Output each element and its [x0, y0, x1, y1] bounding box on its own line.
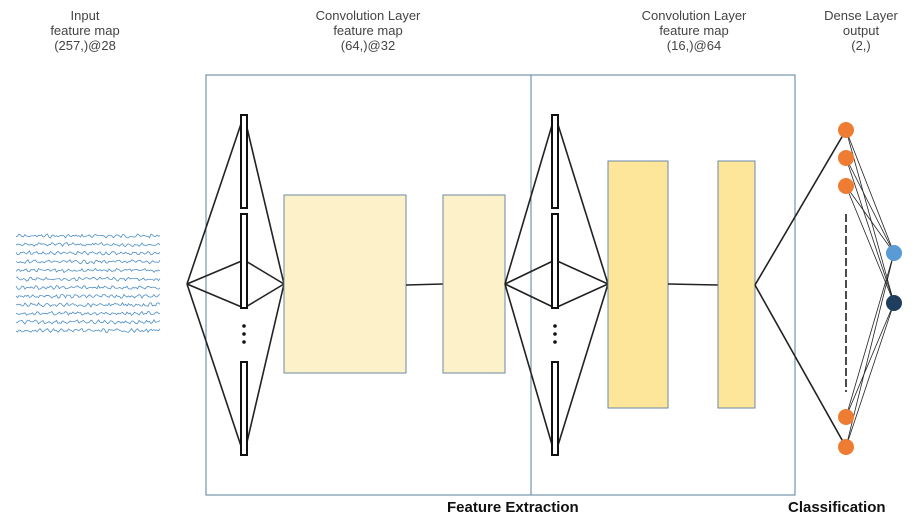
dense-neuron [838, 439, 854, 455]
dense-title: Dense Layer output (2,) [781, 8, 920, 53]
conv1-title-line3: (64,)@32 [340, 38, 396, 53]
kernel-connections-2 [504, 114, 609, 456]
dense-fan-out [754, 129, 847, 448]
input-title-line3: (257,)@28 [54, 38, 116, 53]
classification-label: Classification [788, 499, 886, 516]
conv2-title: Convolution Layer feature map (16,)@64 [614, 8, 774, 53]
ellipsis-dots-2 [553, 324, 557, 344]
signal-trace [15, 276, 161, 282]
kernel-bars-2 [551, 114, 559, 456]
dense-title-line2: output [842, 23, 880, 38]
conv1-title: Convolution Layer feature map (64,)@32 [288, 8, 448, 53]
kernel-bar [240, 361, 248, 456]
dense-neuron [838, 122, 854, 138]
dense-title-line1: Dense Layer [824, 8, 898, 23]
frame-conv-block-2 [530, 74, 796, 496]
kernel-bar [551, 361, 559, 456]
conv2-title-line3: (16,)@64 [666, 38, 722, 53]
conv1-link [405, 283, 444, 286]
signal-trace [15, 319, 161, 325]
kernel-bar [551, 213, 559, 309]
ellipsis-dots-1 [242, 324, 246, 344]
input-title-line1: Input [70, 8, 100, 23]
conv1-feature-map-small [442, 194, 506, 374]
conv1-title-line1: Convolution Layer [315, 8, 421, 23]
conv2-title-line2: feature map [659, 23, 729, 38]
input-title-line2: feature map [50, 23, 120, 38]
kernel-bars-1 [240, 114, 248, 456]
conv2-link [667, 283, 719, 286]
signal-trace [15, 233, 161, 239]
signal-trace [15, 327, 161, 334]
signal-trace [15, 241, 161, 247]
conv1-feature-map-large [283, 194, 407, 374]
input-signals [15, 233, 161, 334]
signal-trace [15, 301, 161, 308]
dense-neuron [838, 178, 854, 194]
signal-trace [15, 310, 161, 317]
conv2-feature-map-large [607, 160, 669, 409]
output-neuron-1 [886, 245, 902, 261]
kernel-connections-1 [186, 114, 285, 456]
signal-trace [15, 293, 161, 299]
dense-neurons [838, 122, 854, 455]
signal-trace [15, 259, 161, 265]
dense-title-line3: (2,) [851, 38, 871, 53]
kernel-bar [551, 114, 559, 209]
signal-trace [15, 284, 161, 291]
feature-extraction-label: Feature Extraction [447, 499, 579, 516]
conv2-title-line1: Convolution Layer [641, 8, 747, 23]
input-title: Input feature map (257,)@28 [5, 8, 165, 53]
dense-output-connections [845, 129, 895, 448]
conv1-title-line2: feature map [333, 23, 403, 38]
kernel-bar [240, 213, 248, 309]
dense-neuron [838, 150, 854, 166]
dense-neuron [838, 409, 854, 425]
output-neuron-2 [886, 295, 902, 311]
conv2-feature-map-small [717, 160, 756, 409]
signal-trace [15, 250, 161, 256]
signal-trace [15, 267, 161, 274]
kernel-bar [240, 114, 248, 209]
